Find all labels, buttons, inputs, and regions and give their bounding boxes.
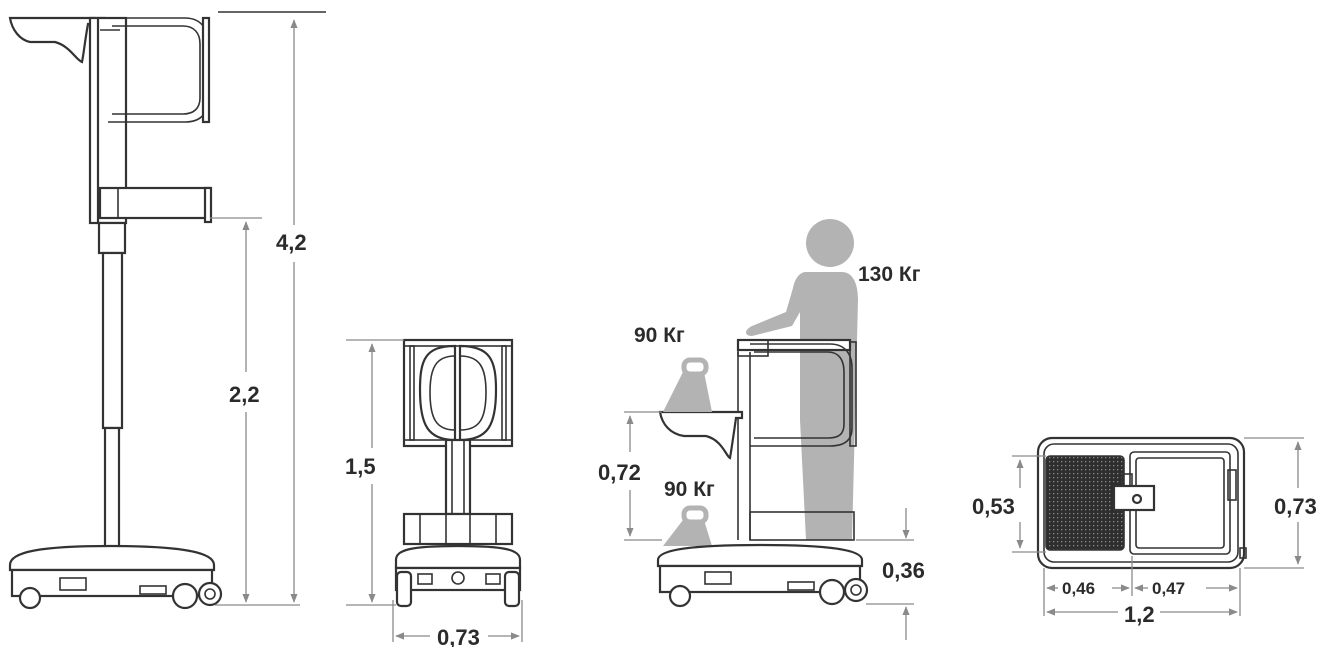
front-width-label: 0,73 [437, 625, 480, 647]
base-height-label: 0,36 [882, 558, 925, 583]
total-height-label: 4,2 [276, 230, 307, 255]
top-dimensions: 0,53 0,73 0,46 0,47 1,2 [972, 437, 1317, 627]
length-label: 1,2 [1124, 602, 1155, 627]
side-dimensions: 4,2 2,2 [210, 11, 326, 606]
inner-depth-label: 0,53 [972, 494, 1015, 519]
front-dimensions: 1,5 0,73 [345, 339, 523, 647]
left-segment-label: 0,46 [1062, 579, 1095, 598]
load-dimensions: 130 Кг 90 Кг 90 Кг 0,72 0,36 [598, 263, 925, 640]
side-view-lift [8, 16, 223, 610]
person-load-label: 130 Кг [858, 263, 921, 286]
tray-height-label: 0,72 [598, 460, 641, 485]
base-load-label: 90 Кг [664, 478, 715, 501]
front-height-label: 1,5 [345, 454, 376, 479]
right-segment-label: 0,47 [1152, 579, 1185, 598]
front-view-lift [394, 338, 522, 608]
tray-load-label: 90 Кг [634, 324, 685, 347]
mesh-platform [1045, 455, 1125, 551]
top-view-lift [1036, 436, 1247, 570]
platform-height-label: 2,2 [229, 382, 260, 407]
outer-depth-label: 0,73 [1274, 494, 1317, 519]
load-view-lift [656, 219, 869, 608]
person-silhouette [746, 219, 858, 540]
